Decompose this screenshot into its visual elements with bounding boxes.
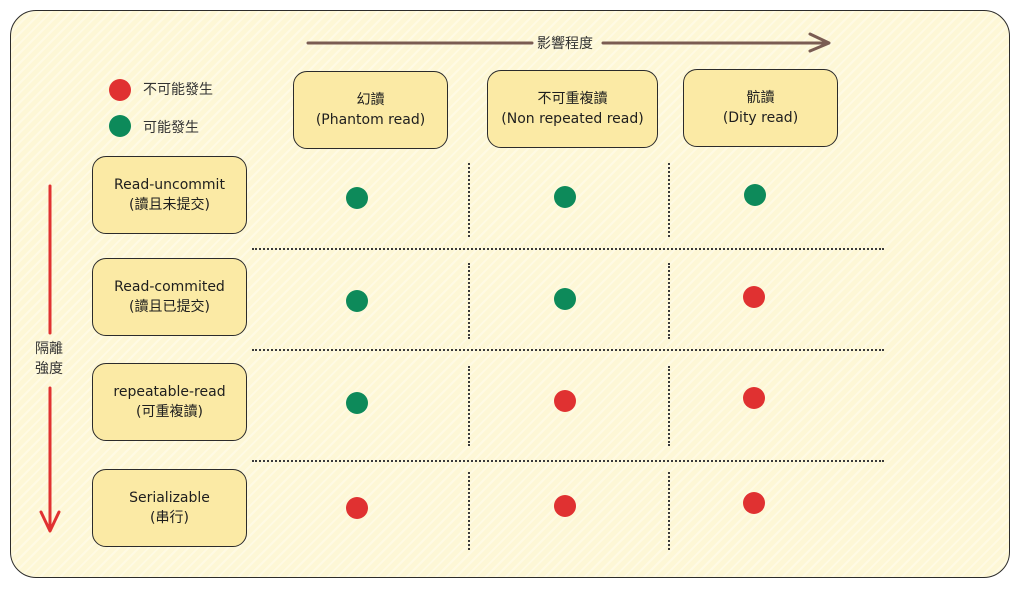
column-header-dirty-read: 骯讀 (Dity read) xyxy=(683,69,838,147)
cell-dot-possible xyxy=(554,186,576,208)
row-header-line1: repeatable-read xyxy=(113,384,226,400)
row-header-line2: (串行) xyxy=(150,510,189,526)
cell-dot-possible xyxy=(744,184,766,206)
impact-axis-label: 影響程度 xyxy=(537,36,593,52)
row-header-read-commited: Read-commited (讀且已提交) xyxy=(92,258,247,336)
cell-dot-not-possible xyxy=(554,390,576,412)
column-header-line2: (Non repeated read) xyxy=(501,111,644,127)
row-header-line2: (讀且已提交) xyxy=(129,299,210,315)
cell-dot-not-possible xyxy=(554,495,576,517)
column-header-line1: 不可重複讀 xyxy=(537,91,608,107)
legend-green-dot xyxy=(109,115,131,137)
legend-not-possible-label: 不可能發生 xyxy=(143,82,213,98)
grid-column-divider xyxy=(668,263,670,339)
grid-row-divider xyxy=(252,248,884,250)
grid-column-divider xyxy=(668,472,670,550)
legend-red-dot xyxy=(109,79,131,101)
grid-column-divider xyxy=(668,163,670,237)
cell-dot-not-possible xyxy=(743,286,765,308)
row-header-line1: Read-commited xyxy=(114,279,225,295)
grid-column-divider xyxy=(468,472,470,550)
row-header-line2: (讀且未提交) xyxy=(129,197,210,213)
cell-dot-possible xyxy=(346,290,368,312)
cell-dot-possible xyxy=(554,288,576,310)
row-header-line2: (可重複讀) xyxy=(136,404,203,420)
row-header-line1: Read-uncommit xyxy=(114,177,225,193)
cell-dot-possible xyxy=(346,187,368,209)
isolation-axis-label-line1: 隔離 xyxy=(35,341,63,357)
grid-row-divider xyxy=(252,349,884,351)
legend-possible-label: 可能發生 xyxy=(143,120,199,136)
column-header-line2: (Dity read) xyxy=(722,110,799,126)
cell-dot-possible xyxy=(346,392,368,414)
row-header-read-uncommit: Read-uncommit (讀且未提交) xyxy=(92,156,247,234)
column-header-phantom-read: 幻讀 (Phantom read) xyxy=(293,71,448,149)
grid-column-divider xyxy=(668,366,670,446)
row-header-repeatable-read: repeatable-read (可重複讀) xyxy=(92,363,247,441)
column-header-line1: 幻讀 xyxy=(356,92,385,108)
cell-dot-not-possible xyxy=(743,387,765,409)
grid-row-divider xyxy=(252,460,884,462)
grid-column-divider xyxy=(468,263,470,339)
column-header-line2: (Phantom read) xyxy=(315,112,426,128)
column-header-non-repeated-read: 不可重複讀 (Non repeated read) xyxy=(487,70,658,148)
cell-dot-not-possible xyxy=(346,497,368,519)
cell-dot-not-possible xyxy=(743,492,765,514)
row-header-line1: Serializable xyxy=(129,490,210,506)
grid-column-divider xyxy=(468,163,470,237)
row-header-serializable: Serializable (串行) xyxy=(92,469,247,547)
grid-column-divider xyxy=(468,366,470,446)
isolation-axis-label-line2: 強度 xyxy=(35,361,63,377)
column-header-line1: 骯讀 xyxy=(746,90,775,106)
